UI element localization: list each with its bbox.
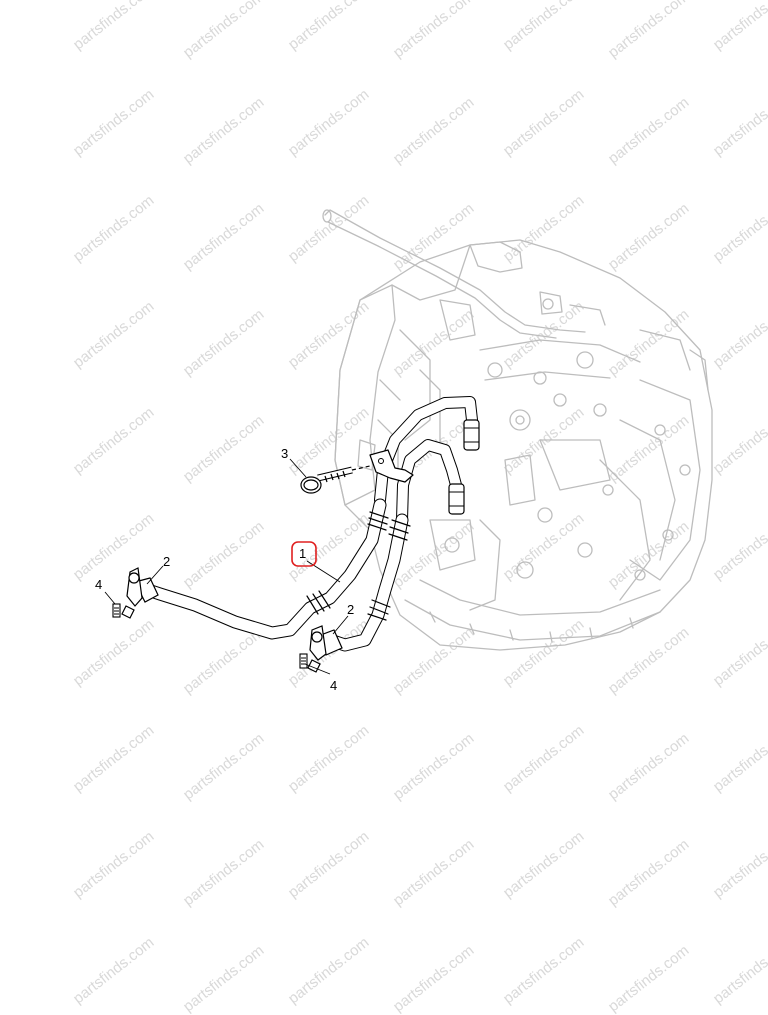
flange-bolt bbox=[300, 465, 371, 494]
watermark-text: partsfinds.com bbox=[605, 941, 693, 1015]
cooler-line-bracket bbox=[369, 449, 414, 483]
watermark-text: partsfinds.com bbox=[390, 941, 478, 1015]
diagram-canvas: partsfinds.com partsfinds.com partsfinds.c… bbox=[70, 0, 768, 1015]
callout-4-left: 4 bbox=[95, 577, 102, 592]
cooler-line-assembly bbox=[141, 396, 480, 652]
lower-line-fitting bbox=[448, 483, 465, 515]
transmission-cooler-line-diagram: 1 2 2 3 4 4 bbox=[95, 209, 713, 693]
cooler-hose-left bbox=[141, 498, 387, 640]
left-clamp-fitting bbox=[121, 567, 159, 619]
right-clamp-fitting bbox=[307, 625, 343, 673]
right-bolt bbox=[299, 653, 308, 669]
left-bolt bbox=[112, 603, 121, 618]
callout-3: 3 bbox=[281, 446, 288, 461]
callout-4-right: 4 bbox=[330, 678, 337, 693]
callout-1: 1 bbox=[299, 546, 306, 561]
callout-2-left: 2 bbox=[163, 554, 170, 569]
callout-1-highlight bbox=[291, 541, 317, 567]
upper-line-fitting bbox=[463, 419, 480, 451]
callout-leaders bbox=[104, 458, 349, 675]
watermark-text: partsfinds.com bbox=[180, 941, 268, 1015]
callout-2-right: 2 bbox=[347, 602, 354, 617]
transmission-housing bbox=[322, 209, 713, 651]
